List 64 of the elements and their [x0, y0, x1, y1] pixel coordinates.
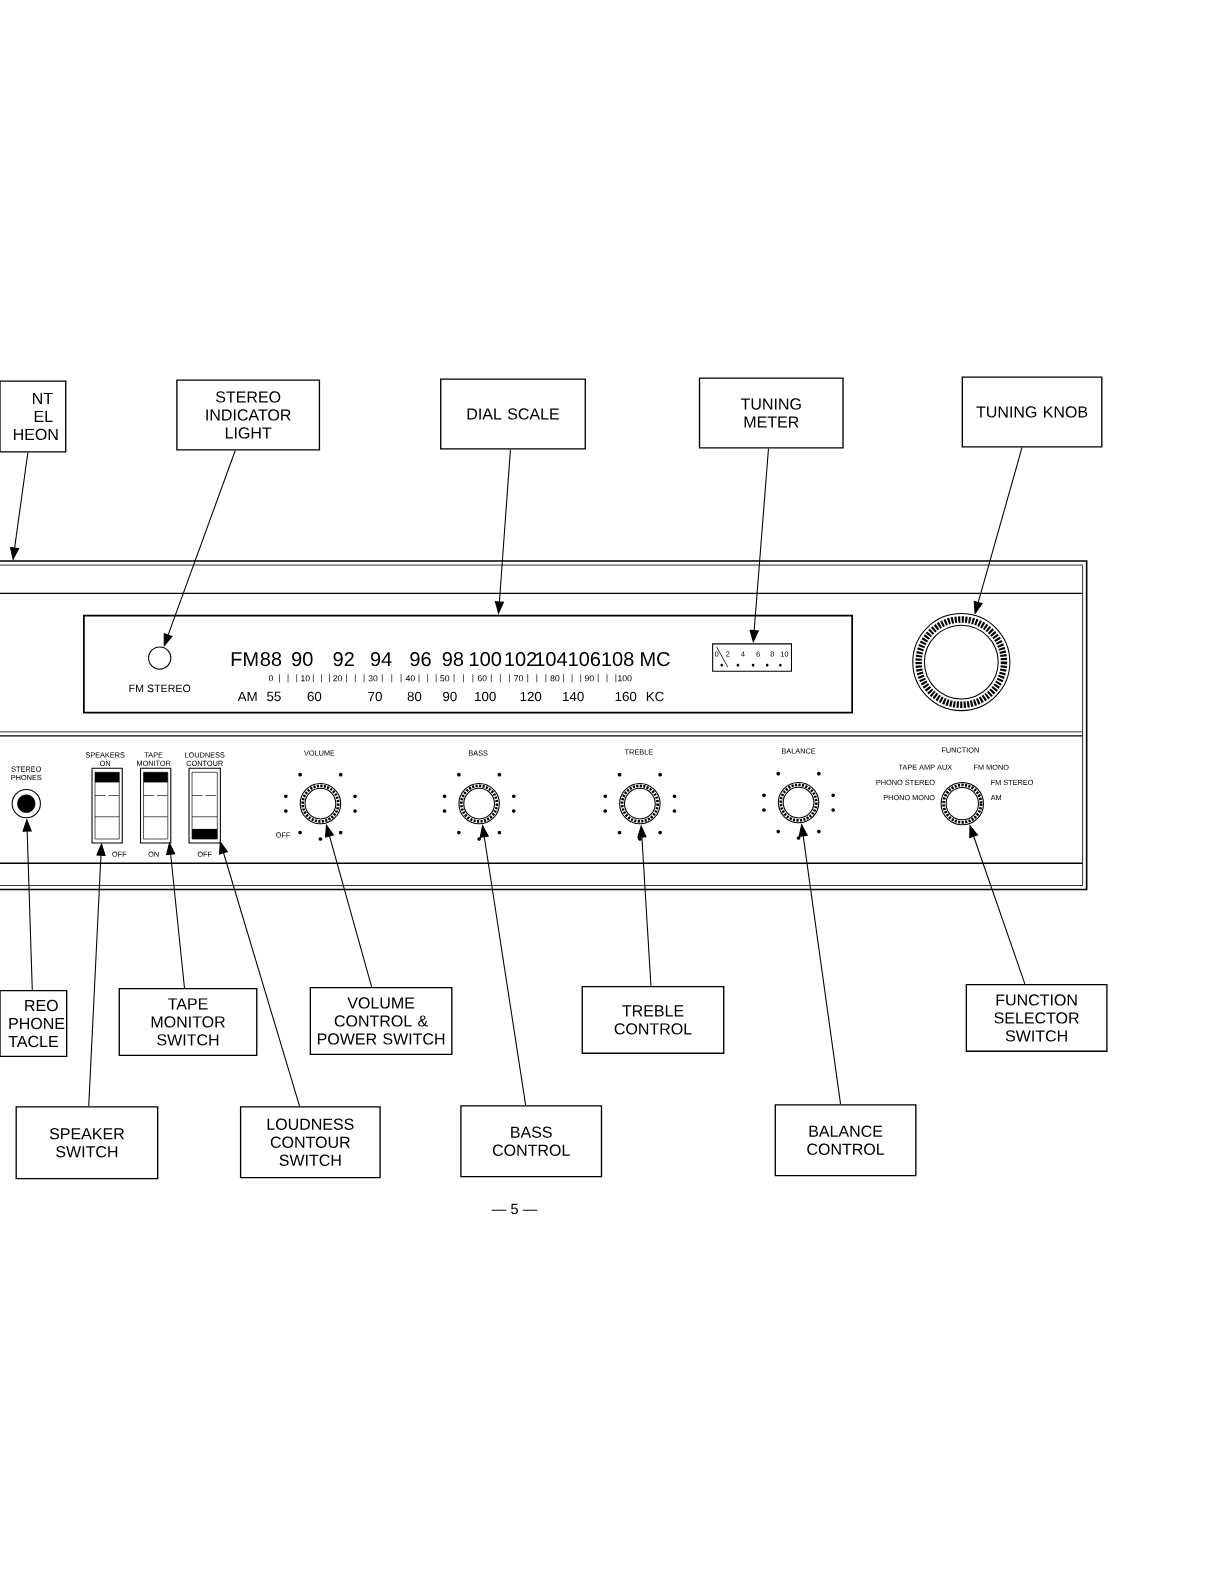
callout-box: REO PHONE TACLE [0, 989, 68, 1058]
dial-number: 94 [370, 652, 392, 667]
dial-number: 98 [442, 652, 464, 667]
dial-number: 100 [618, 675, 632, 682]
slide-switch [188, 767, 221, 844]
callout-box: LOUDNESS CONTOUR SWITCH [239, 1106, 381, 1179]
dial-number: 140 [563, 691, 584, 702]
dial-number: 60 [477, 675, 487, 682]
phone-jack [11, 788, 41, 819]
dial-number: 160 [615, 691, 637, 702]
callout-box: SPEAKER SWITCH [15, 1106, 159, 1180]
selector-knob [940, 781, 984, 826]
dial-number: 40 [405, 675, 415, 682]
dial-number: 70 [514, 675, 523, 682]
dial-number: AM [237, 691, 257, 702]
dial-number: 108 [602, 652, 634, 667]
panel-label: FM STEREO [127, 683, 192, 693]
dial-number: 10 [301, 675, 310, 682]
dial-number: 120 [520, 691, 542, 702]
callout-box: VOLUME CONTROL & POWER SWITCH [309, 986, 453, 1055]
control-knob [603, 772, 677, 841]
dial-number: 55 [267, 691, 281, 702]
dial-window [82, 614, 853, 714]
control-knob [762, 771, 835, 840]
callout-box: TREBLE CONTROL [581, 985, 725, 1054]
callout-box: TUNING KNOB [961, 376, 1103, 448]
slide-switch [139, 767, 172, 844]
dial-number: 104 [535, 652, 567, 667]
dial-number: 90 [292, 652, 313, 667]
page-number: — 5 — [491, 1203, 538, 1215]
callout-box: NT EL HEON [0, 380, 67, 453]
dial-number: 106 [569, 652, 600, 667]
dial-number: 70 [368, 691, 382, 702]
callout-box: BALANCE CONTROL [774, 1104, 917, 1177]
dial-number: 100 [470, 652, 502, 667]
dial-number: 102 [505, 652, 537, 667]
dial-number: 100 [475, 691, 496, 702]
dial-number: 80 [550, 675, 560, 682]
dial-number: 90 [442, 691, 457, 702]
dial-number: FM [231, 652, 258, 666]
callout-box: TUNING METER [698, 377, 844, 449]
callout-box: STEREO INDICATOR LIGHT [176, 379, 321, 451]
dial-number: 96 [410, 652, 431, 667]
callout-box: TAPE MONITOR SWITCH [118, 987, 258, 1056]
dial-number: 60 [307, 691, 322, 702]
dial-number: 90 [584, 675, 594, 682]
callout-box: BASS CONTROL [460, 1105, 603, 1178]
control-knob [442, 772, 516, 841]
dial-number: KC [646, 691, 664, 702]
receiver-panel [0, 560, 1088, 891]
tuning-meter [712, 643, 792, 672]
indicator-lamp [148, 646, 172, 670]
dial-number: 92 [333, 652, 354, 667]
callout-box: FUNCTION SELECTOR SWITCH [965, 983, 1108, 1052]
dial-number: 88 [260, 652, 282, 667]
dial-number: 50 [440, 675, 450, 682]
dial-number: MC [641, 652, 670, 667]
dial-number: 20 [333, 675, 343, 682]
tuning-knob [912, 613, 1011, 712]
slide-switch [91, 767, 123, 844]
dial-number: 0 [268, 675, 273, 682]
dial-number: 30 [368, 675, 378, 682]
dial-number: 80 [407, 691, 422, 702]
callout-box: DIAL SCALE [440, 378, 586, 450]
